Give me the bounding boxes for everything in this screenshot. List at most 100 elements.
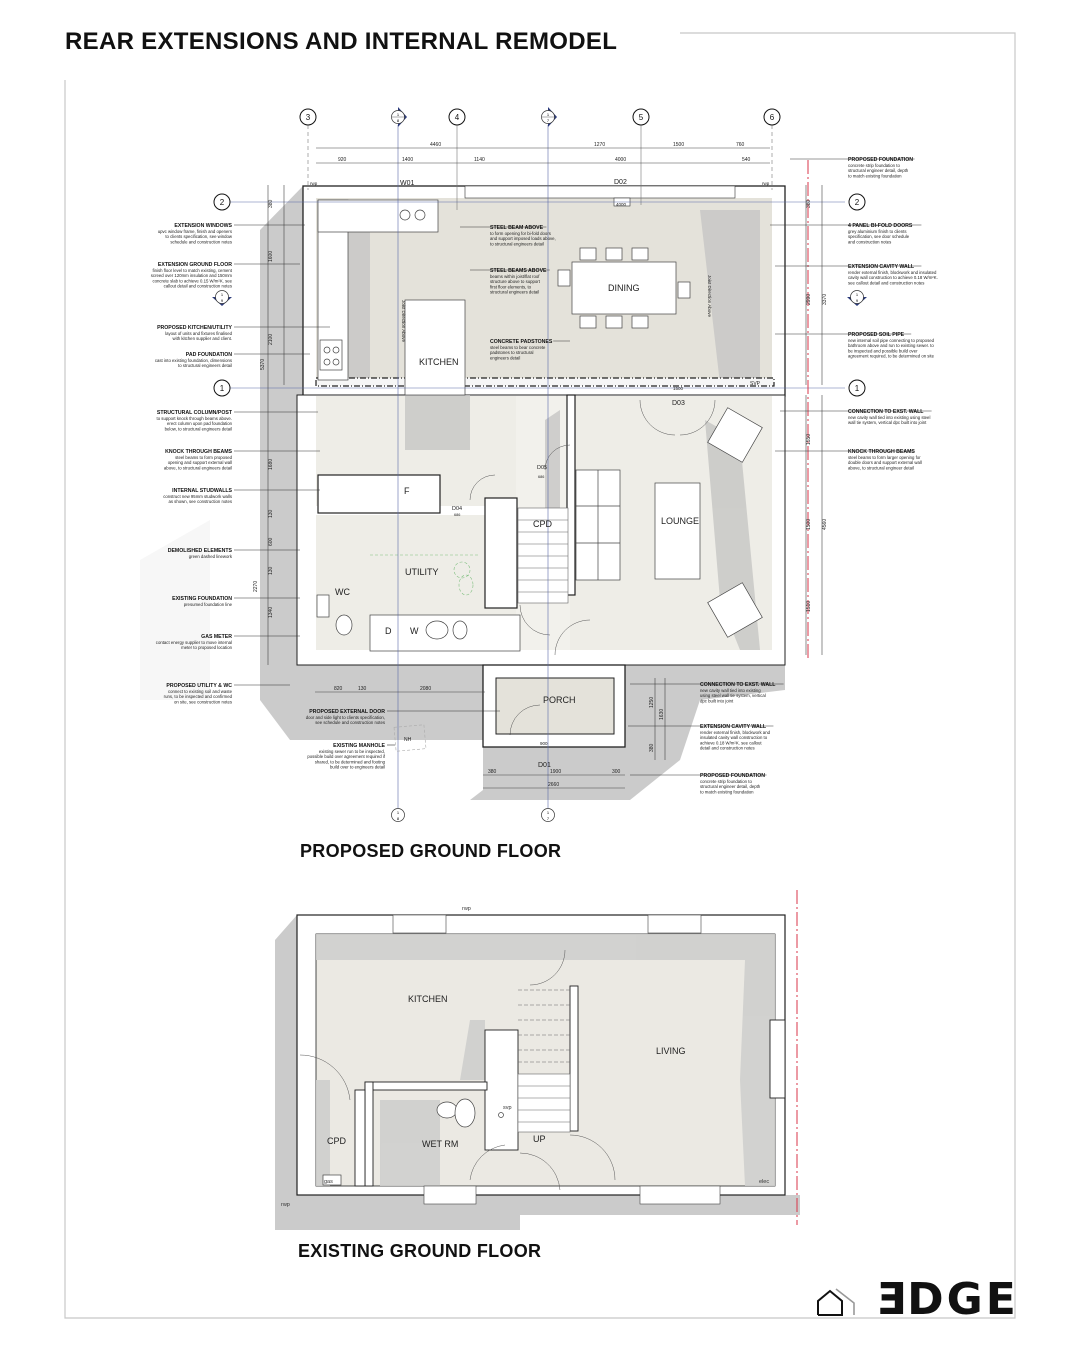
annotation-title: CONCRETE PADSTONES [490, 339, 553, 345]
window-tag-w01: W01 [400, 180, 415, 187]
door-swings [299, 949, 616, 1191]
door-width-d01: 900 [540, 741, 548, 746]
section-marker-number: 1 [397, 810, 400, 815]
sink-icon [425, 620, 449, 640]
manhole [393, 724, 427, 752]
section-marker-number: 1 [397, 112, 400, 117]
annotation-title: CONNECTION TO EXST. WALL [700, 682, 776, 688]
annotation-text: to support knock through beams above. [157, 416, 232, 421]
annotation-text: achieve 0.18 W/m²K. see callout [700, 740, 762, 745]
annotation-text: presumed foundation line [184, 602, 233, 607]
annotation-text: steel beams to form proposed [175, 455, 232, 460]
section-marker-sheet: 8 [397, 118, 400, 123]
annotation-text: connect to existing soil and waste [168, 689, 233, 694]
joist-direction-label: Joist Direction Above [707, 275, 712, 318]
rwp-label: rwp [281, 1202, 290, 1208]
annotation-text: insulated cavity wall construction to [700, 735, 768, 740]
room-cpd: CPD [327, 1136, 347, 1146]
washer-label: W [410, 626, 419, 636]
annotation-title: STEEL BEAMS ABOVE [490, 268, 547, 274]
room-kitchen: KITCHEN [419, 357, 459, 367]
dim: 1250 [649, 697, 655, 708]
rwp-label: rwp [462, 906, 471, 912]
annotation-text: cavity wall construction to achieve 0.18… [848, 275, 938, 280]
annotation-text: callout detail and construction notes [164, 284, 232, 289]
proposed-plan-title: PROPOSED GROUND FLOOR [300, 841, 562, 861]
annotation-text: render external finish, blockwork and in… [848, 270, 937, 275]
dim: 1340 [268, 607, 274, 618]
annotation-text: upvc window frame, finish and openers [158, 229, 232, 234]
annotation-text: grey aluminium finish to clients [848, 229, 907, 234]
dim: 5370 [260, 359, 266, 370]
annotation-text: finish floor level to match existing, ce… [152, 268, 232, 273]
annotation-text: possible build over agreement required i… [307, 754, 385, 759]
room-wc: WC [335, 587, 350, 597]
annotation-text: to form opening for bi-fold doors [490, 231, 551, 236]
annotation-text: beams within joist/flat roof [490, 274, 540, 279]
room-lounge: LOUNGE [661, 516, 699, 526]
existing-plan: KITCHEN LIVING CPD WET RM UP svp gas ele… [275, 890, 800, 1230]
annotation-text: build over to engineers detail [330, 765, 385, 770]
annotation-text: construct new 95mm studwork walls [163, 494, 232, 499]
door-tag-d05: D05 [537, 465, 547, 471]
dim: 760 [736, 142, 745, 148]
annotation-title: GAS METER [201, 634, 232, 640]
rwp-label: rwp [310, 181, 318, 186]
grid-lines [230, 125, 845, 808]
grid-bubble-5: 5 [639, 113, 644, 122]
annotation-title: PAD FOUNDATION [186, 352, 232, 358]
section-marker-left-9: 1 9 [212, 290, 232, 306]
proposed-plan: NH 4460 1270 1500 760 920 1400 1140 4000… [140, 107, 938, 822]
stairs-up-label: UP [533, 1134, 546, 1144]
svp-label: svp [503, 1105, 512, 1111]
door-width-d05: 686 [538, 475, 544, 479]
annotation-text: green dashed linework [189, 554, 233, 559]
annotation-text: concrete slab to achieve 0.15 W/m²K. see [152, 278, 232, 283]
annotation-text: and support imposed loads above, [490, 236, 556, 241]
joist-direction-label: Joist Direction Above [401, 300, 406, 343]
dim: 2100 [268, 334, 274, 345]
annotation-text: to clients specification, see window [165, 234, 233, 239]
edge-logo: EDGE [816, 1274, 1019, 1325]
dim: 1500 [673, 142, 684, 148]
annotation-text: see callout detail and construction note… [848, 280, 924, 285]
dim: 1500 [806, 519, 812, 530]
annotation-text: on site, see construction notes [174, 699, 232, 704]
section-marker-sheet: 9 [221, 298, 224, 303]
annotation-text: specification, see door schedule [848, 234, 910, 239]
annotation-text: see schedule and construction notes [315, 720, 385, 725]
annotation-text: wall tie system, vertical dpc built into… [848, 420, 927, 425]
door-width-d03: 1500 [673, 386, 684, 391]
annotation-text: door and side light to clients specifica… [306, 715, 385, 720]
annotation-text: above, to structural engineer detail [848, 465, 914, 470]
dim: 540 [742, 157, 751, 163]
annotation-text: render external finish, blockwork and [700, 730, 771, 735]
dim: 1680 [268, 459, 274, 470]
grid-bubble-2-right: 2 [855, 198, 860, 207]
annotation-title: CONNECTION TO EXST. WALL [848, 409, 924, 415]
dim: 820 [334, 686, 343, 692]
section-marker-top-8: 1 8 [391, 107, 407, 127]
dim: 130 [268, 566, 274, 575]
annotation-title: STRUCTURAL COLUMN/POST [157, 410, 233, 416]
svp-label: SVP [750, 381, 761, 387]
dim: 1900 [550, 769, 561, 775]
dim: 4560 [822, 519, 828, 530]
annotation-text: with kitchen supplier and client. [173, 336, 232, 341]
toilet-icon [454, 1098, 476, 1128]
dim: 130 [358, 686, 367, 692]
grid-bubble-4: 4 [455, 113, 460, 122]
dim: 4460 [430, 142, 441, 148]
lounge-furniture [575, 407, 763, 638]
room-utility: UTILITY [405, 567, 439, 577]
